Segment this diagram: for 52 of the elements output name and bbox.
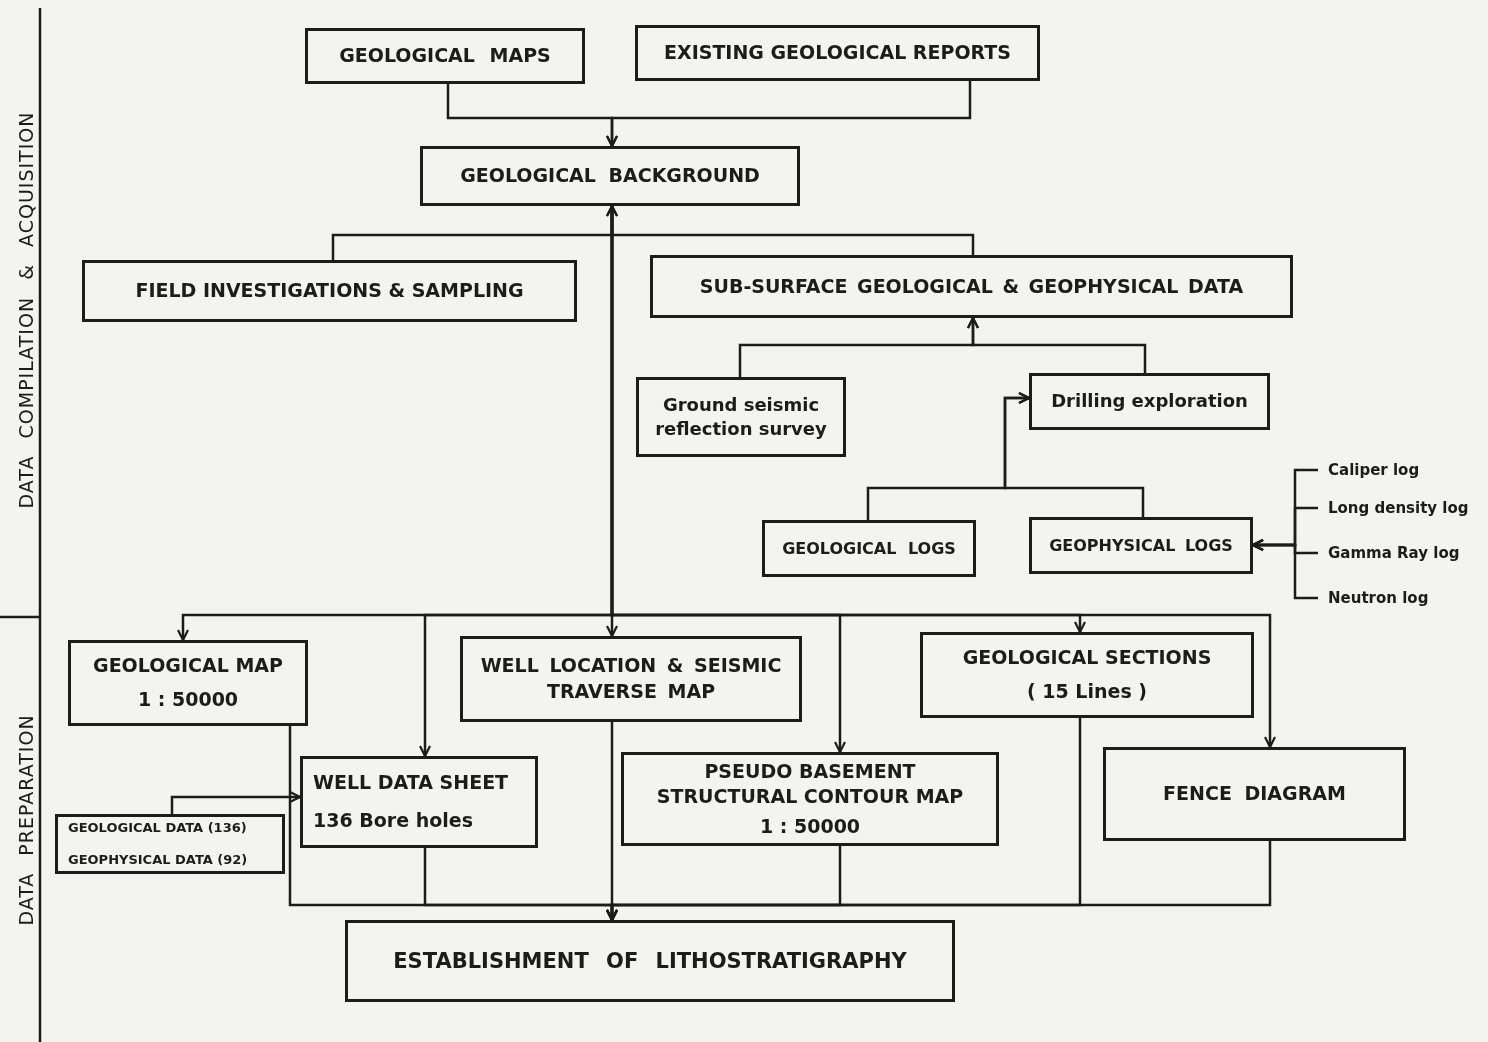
box-text: 1 : 50000 bbox=[137, 687, 239, 712]
process-box bbox=[82, 260, 577, 322]
connector-arrow bbox=[605, 204, 975, 255]
box-text: GEOLOGICAL BACKGROUND bbox=[460, 163, 760, 189]
log-type-label: Gamma Ray log bbox=[1318, 539, 1478, 567]
box-text: WELL DATA SHEET bbox=[313, 770, 509, 796]
log-type-label: Long density log bbox=[1318, 494, 1488, 522]
box-text: ( 15 Lines ) bbox=[1027, 679, 1147, 704]
process-box bbox=[55, 814, 285, 874]
connector-arrow bbox=[966, 316, 1147, 373]
box-text: GEOPHYSICAL LOGS bbox=[1049, 534, 1233, 557]
box-text: GEOLOGICAL MAPS bbox=[339, 43, 551, 69]
process-box bbox=[300, 756, 538, 848]
box-text: GEOLOGICAL SECTIONS bbox=[962, 645, 1212, 671]
process-box bbox=[1103, 747, 1406, 841]
process-box bbox=[636, 377, 846, 457]
process-box bbox=[305, 28, 585, 84]
section-label: DATA COMPILATION & ACQUISITION bbox=[15, 111, 37, 509]
process-box bbox=[68, 640, 308, 726]
box-text: GEOLOGICAL DATA (136) bbox=[68, 819, 247, 837]
box-text: EXISTING GEOLOGICAL REPORTS bbox=[664, 40, 1011, 66]
log-type-label: Neutron log bbox=[1318, 584, 1448, 612]
process-box bbox=[345, 920, 955, 1002]
process-box bbox=[650, 255, 1293, 318]
process-box bbox=[1029, 517, 1253, 574]
process-box bbox=[920, 632, 1254, 718]
connector-arrow bbox=[1003, 391, 1145, 517]
process-box bbox=[621, 752, 999, 846]
box-text: FENCE DIAGRAM bbox=[1163, 781, 1346, 807]
box-text: GEOLOGICAL MAP bbox=[93, 653, 283, 679]
box-text: ESTABLISHMENT OF LITHOSTRATIGRAPHY bbox=[393, 947, 907, 975]
connector-arrow bbox=[1251, 538, 1318, 600]
process-box bbox=[635, 25, 1040, 81]
box-text: SUB-SURFACE GEOLOGICAL & GEOPHYSICAL DATA bbox=[699, 273, 1244, 299]
box-text: WELL LOCATION & SEISMIC TRAVERSE MAP bbox=[479, 653, 783, 704]
box-text: FIELD INVESTIGATIONS & SAMPLING bbox=[135, 278, 524, 304]
process-box bbox=[460, 636, 802, 722]
connector-arrow bbox=[170, 790, 302, 814]
box-text: Drilling exploration bbox=[1051, 389, 1248, 414]
log-type-label: Caliper log bbox=[1318, 456, 1438, 484]
box-text: Ground seismic reflection survey bbox=[654, 392, 828, 441]
box-text: 136 Bore holes bbox=[313, 808, 473, 833]
box-text: GEOLOGICAL LOGS bbox=[782, 537, 956, 560]
process-box bbox=[1029, 373, 1270, 430]
box-text: 1 : 50000 bbox=[759, 813, 861, 839]
process-box bbox=[420, 146, 800, 206]
process-box bbox=[762, 520, 976, 577]
connector-arrow bbox=[605, 841, 1272, 922]
section-label: DATA PREPARATION bbox=[15, 714, 37, 926]
box-text: PSEUDO BASEMENT STRUCTURAL CONTOUR MAP bbox=[655, 758, 965, 810]
box-text: GEOPHYSICAL DATA (92) bbox=[68, 851, 248, 869]
connector-arrow bbox=[605, 81, 972, 148]
